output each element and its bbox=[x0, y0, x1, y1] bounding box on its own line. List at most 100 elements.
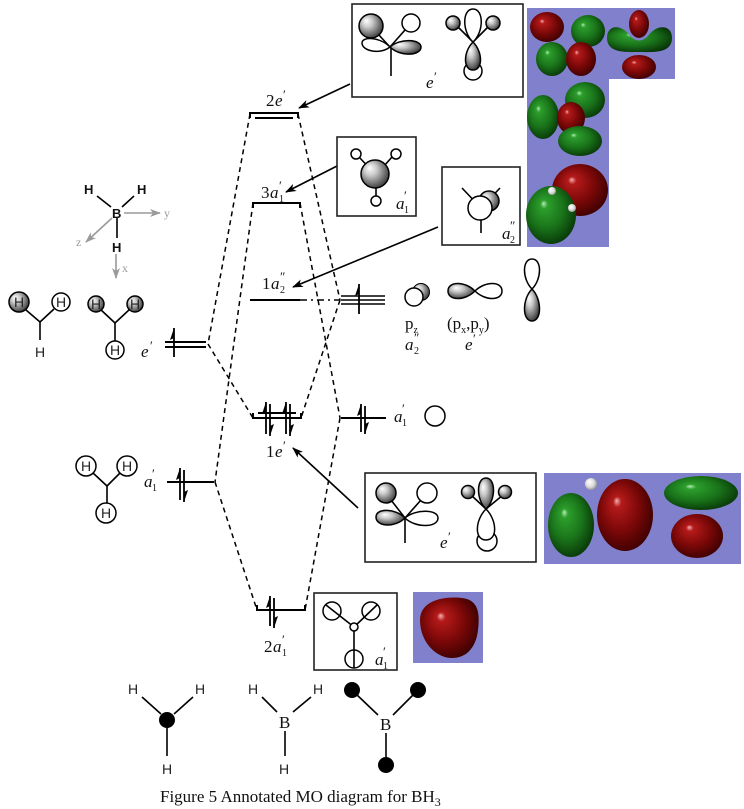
h-orbital-open bbox=[350, 148, 362, 160]
pxpy-symmetry: e bbox=[465, 335, 473, 354]
h-orbital-shaded bbox=[485, 15, 501, 31]
atom-label-h: H bbox=[101, 505, 111, 521]
electron-down-barb bbox=[365, 422, 369, 434]
p-lobe-open bbox=[403, 510, 439, 527]
prime-mark: ′ bbox=[448, 529, 451, 544]
lobe-negative bbox=[527, 95, 559, 139]
prime-mark: ′ bbox=[402, 401, 405, 416]
atom-label-h: H bbox=[137, 182, 146, 197]
symmetry-label: e bbox=[141, 342, 149, 361]
h3-a1-prime-sketch: H H H bbox=[75, 455, 138, 524]
atom-label-h: H bbox=[162, 761, 172, 777]
bond bbox=[39, 308, 55, 323]
lobe-negative bbox=[571, 15, 605, 47]
h-orbital-open bbox=[370, 195, 382, 207]
h3-e-prime-sketch-2: H H H bbox=[87, 295, 144, 360]
bond bbox=[114, 308, 131, 324]
mo-number: 2 bbox=[266, 91, 275, 110]
p-lobe-shaded bbox=[388, 39, 422, 55]
p-lobe-shaded bbox=[464, 40, 482, 71]
bond bbox=[92, 472, 108, 487]
prime-mark: ′ bbox=[383, 644, 386, 659]
prime-mark: ″ bbox=[510, 218, 515, 233]
mo-number: 1 bbox=[266, 442, 275, 461]
h-orbital-shaded bbox=[375, 482, 397, 504]
atom-label-h: H bbox=[35, 344, 45, 360]
atom-label-h: H bbox=[130, 296, 140, 312]
correlation-line bbox=[304, 417, 341, 611]
prime-mark: ′ bbox=[150, 338, 153, 353]
correlation-line bbox=[207, 113, 251, 345]
box-symmetry: a bbox=[375, 650, 384, 669]
prime-mark: ′ bbox=[404, 188, 407, 203]
structure-b-dots: B bbox=[344, 682, 426, 773]
box-symmetry: a bbox=[502, 224, 511, 243]
mo-level-2e-prime: 2 e ′ bbox=[249, 87, 299, 119]
bond bbox=[173, 696, 194, 715]
box-symmetry: e bbox=[440, 533, 448, 552]
bond bbox=[392, 693, 415, 716]
energy-level bbox=[249, 112, 299, 118]
bond bbox=[106, 472, 121, 487]
bond bbox=[121, 195, 135, 208]
correlation-line bbox=[300, 299, 341, 419]
p-lobe-shaded bbox=[523, 287, 541, 322]
prime-mark: ′ bbox=[473, 331, 476, 346]
atom-label-b: B bbox=[279, 713, 290, 732]
electron-up-barb bbox=[170, 328, 174, 340]
structure-bh3: B H H H bbox=[248, 681, 323, 777]
y-axis-label: y bbox=[164, 206, 170, 220]
p-lobe-open bbox=[464, 8, 482, 44]
ligand-dot bbox=[378, 757, 394, 773]
bond bbox=[292, 696, 312, 713]
lobe-positive bbox=[420, 597, 479, 658]
b-py-orbital bbox=[523, 258, 541, 322]
electron-up-barb bbox=[262, 402, 266, 414]
b-s-orbital bbox=[424, 405, 446, 427]
electron-up-barb bbox=[357, 404, 361, 416]
lcao-box-3a1-prime: a ′ 1 bbox=[336, 136, 417, 217]
subscript: 1 bbox=[282, 648, 287, 659]
p-lobe-open bbox=[523, 258, 541, 291]
electron-down-barb bbox=[270, 424, 274, 436]
structure-h3: H H H bbox=[128, 681, 205, 777]
h3-e-prime-sketch-1: H H H bbox=[8, 291, 71, 360]
mo-level-2a1-prime: 2 a ′ 1 bbox=[256, 596, 306, 659]
energy-level bbox=[252, 413, 302, 419]
b-s-level: a ′ 1 bbox=[341, 401, 446, 434]
prime-mark: ′ bbox=[434, 69, 437, 84]
lobe-negative bbox=[607, 27, 672, 53]
isosurface-panel-1e-prime bbox=[544, 473, 741, 564]
lobe-positive bbox=[566, 42, 596, 76]
subscript: 1 bbox=[279, 194, 284, 205]
correlation-line bbox=[297, 113, 341, 301]
mo-symmetry: e bbox=[275, 91, 283, 110]
pz-lobe-front bbox=[467, 195, 493, 221]
h-orbital-shaded bbox=[126, 295, 144, 313]
atom-label-h: H bbox=[122, 458, 132, 474]
atom-label-h: H bbox=[14, 294, 24, 310]
pz-lobe-front bbox=[404, 287, 424, 307]
prime-mark: ′ bbox=[282, 632, 285, 647]
lobe-negative bbox=[526, 186, 576, 244]
h3-a1-prime-level: a ′ 1 bbox=[144, 466, 214, 502]
atom-label-h: H bbox=[248, 681, 258, 697]
z-axis-arrow bbox=[85, 217, 113, 243]
electron-up-barb bbox=[176, 468, 180, 480]
bond bbox=[25, 309, 41, 323]
hydrogen-sphere bbox=[548, 187, 556, 195]
lcao-box-a2-double-prime: a ″ 2 bbox=[441, 166, 521, 246]
lcao-box-1e-prime: e ′ bbox=[364, 472, 537, 563]
figure-caption: Figure 5 Annotated MO diagram for BH3 bbox=[160, 787, 441, 809]
lobe-negative bbox=[536, 42, 568, 76]
h-orbital-open bbox=[390, 148, 402, 160]
atom-label-h: H bbox=[110, 342, 120, 358]
electron-up-barb bbox=[355, 284, 359, 296]
bond bbox=[355, 693, 379, 716]
annotation-arrow bbox=[292, 447, 359, 509]
prime-mark: ′ bbox=[283, 87, 286, 102]
correlation-line bbox=[214, 202, 254, 483]
h-orbital-open bbox=[116, 455, 138, 477]
atom-label-h: H bbox=[313, 681, 323, 697]
